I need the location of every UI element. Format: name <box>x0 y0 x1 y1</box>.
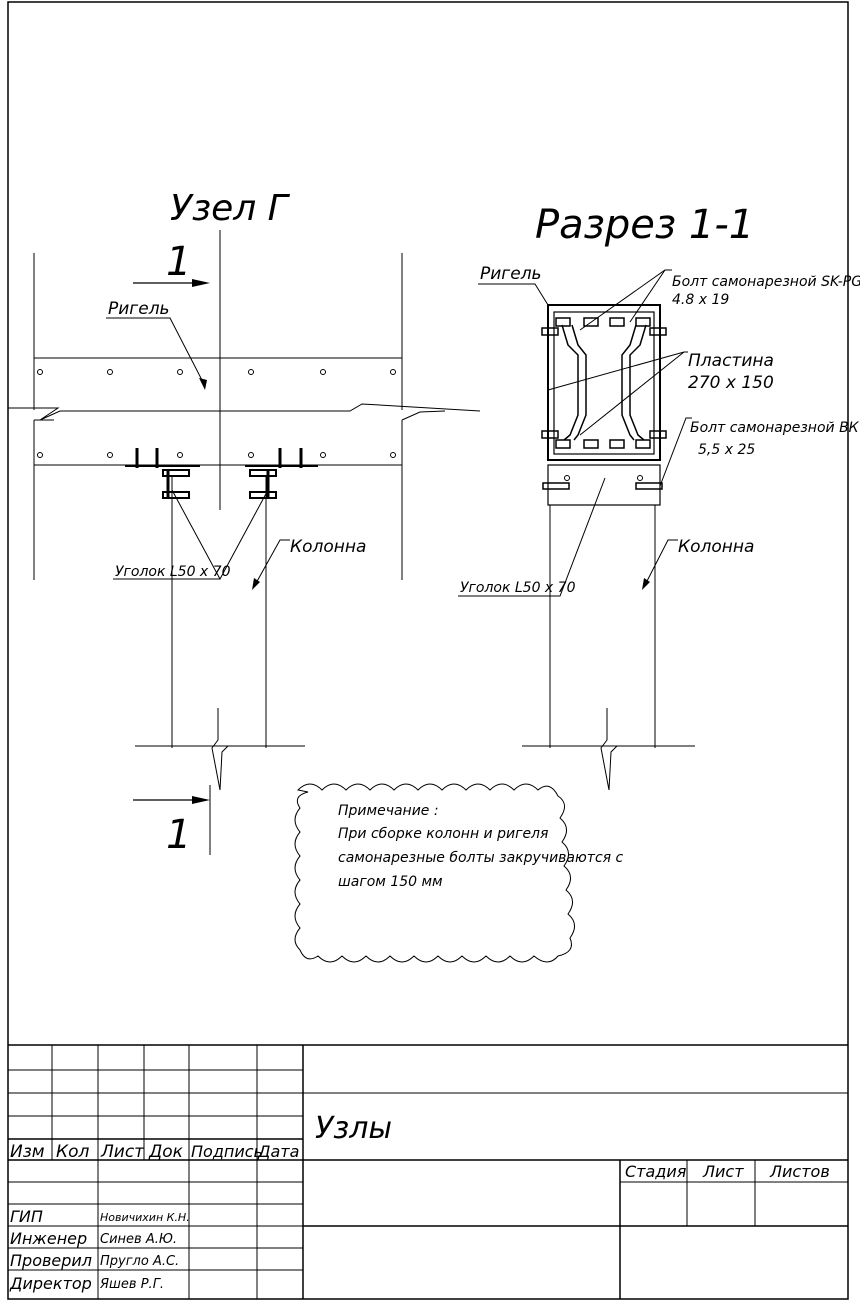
bolt-bk-label-line1: Болт самонарезной ВК - <box>690 420 860 436</box>
role-engineer: Инженер <box>10 1229 87 1248</box>
right-angle-label: Уголок L50 x 70 <box>460 580 576 596</box>
bolt-sk-label-line2: 4.8 x 19 <box>672 292 729 308</box>
left-rigel-label: Ригель <box>108 299 170 319</box>
header-dok: Док <box>148 1142 184 1162</box>
header-sheets: Листов <box>769 1162 830 1181</box>
right-rigel-label: Ригель <box>480 264 542 284</box>
section-mark-top: 1 <box>166 239 191 285</box>
node-g-title: Узел Г <box>170 188 291 229</box>
plate-label-line1: Пластина <box>688 351 774 371</box>
sheet-frame <box>7 1 849 1300</box>
name-gip: Новичихин К.Н. <box>100 1211 190 1224</box>
note-title: Примечание : <box>338 803 439 819</box>
header-izm: Изм <box>10 1142 45 1162</box>
section-mark-bottom: 1 <box>166 812 191 858</box>
name-engineer: Синев А.Ю. <box>100 1232 177 1247</box>
header-list: Лист <box>100 1142 145 1162</box>
name-checked: Пругло А.С. <box>100 1254 179 1269</box>
section-title: Разрез 1-1 <box>535 202 754 248</box>
note-cloud: Примечание : При сборке колонн и ригеля … <box>294 783 624 963</box>
node-g-drawing: Узел Г 1 <box>8 188 481 858</box>
sheet-title: Узлы <box>315 1111 392 1146</box>
header-sheet: Лист <box>702 1162 744 1181</box>
note-line-3: шагом 150 мм <box>338 874 443 890</box>
header-podpis: Подпись <box>191 1142 263 1161</box>
note-line-1: При сборке колонн и ригеля <box>338 826 548 842</box>
header-stage: Стадия <box>625 1162 687 1181</box>
plate-label-line2: 270 x 150 <box>688 373 774 393</box>
role-checked: Проверил <box>10 1251 92 1270</box>
role-director: Директор <box>9 1274 92 1293</box>
title-block <box>8 1044 848 1299</box>
role-gip: ГИП <box>10 1207 43 1226</box>
bolt-bk-label-line2: 5,5 x 25 <box>698 442 755 458</box>
note-line-2: самонарезные болты закручиваются с <box>338 850 624 866</box>
header-data: Дата <box>257 1142 299 1161</box>
section-1-1-drawing: Разрез 1-1 <box>458 202 860 791</box>
left-angle-label: Уголок L50 x 70 <box>115 564 231 580</box>
right-column-label: Колонна <box>678 537 754 557</box>
name-director: Яшев Р.Г. <box>99 1277 164 1292</box>
header-kol: Кол <box>56 1142 89 1162</box>
left-column-label: Колонна <box>290 537 366 557</box>
bolt-sk-label-line1: Болт самонарезной SK-PG <box>672 274 860 290</box>
title-block-text: Узлы Изм Кол Лист Док Подпись Дата ГИП Н… <box>9 1111 830 1293</box>
